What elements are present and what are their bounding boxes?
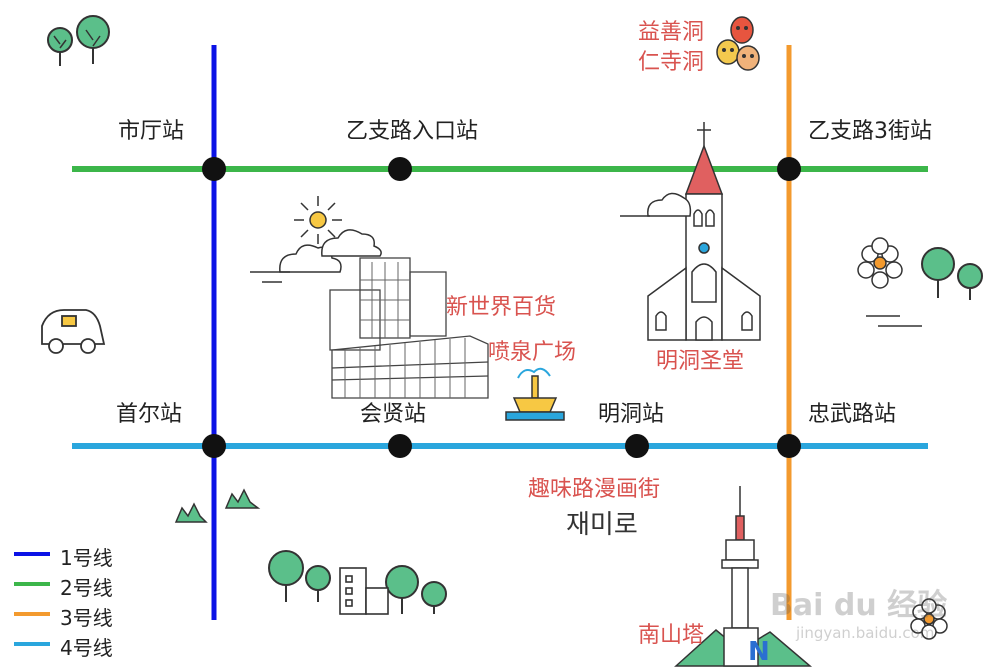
legend-label: 4号线 <box>60 636 113 660</box>
station-label-chungmuro: 忠武路站 <box>808 402 897 427</box>
namsan-tower-illustration: N <box>674 486 813 667</box>
watermark-url: jingyan.baidu.com <box>796 624 935 642</box>
landmark-label-cartoon-street: 趣味路漫画街 <box>528 477 661 502</box>
station-dot-euljiro-entrance[interactable] <box>388 157 412 181</box>
station-dot-chungmuro[interactable] <box>777 434 801 458</box>
car-icon <box>41 309 106 354</box>
landmark-label-cathedral: 明洞圣堂 <box>656 349 745 374</box>
building-icon <box>339 567 389 615</box>
station-label-myeongdong: 明洞站 <box>598 402 665 427</box>
legend-swatch <box>14 612 50 616</box>
station-label-euljiro-entrance: 乙支路入口站 <box>346 119 479 144</box>
landmark-label-cartoon-street-kr: 재미로 <box>566 510 638 540</box>
fountain-icon <box>505 367 565 421</box>
sun-icon <box>294 196 342 244</box>
station-label-hoehyeon: 会贤站 <box>360 402 427 427</box>
tree-icon <box>921 247 983 300</box>
cloud-icon <box>620 192 692 217</box>
cloud-icon <box>250 229 382 283</box>
legend-swatch <box>14 642 50 646</box>
legend-label: 2号线 <box>60 576 113 600</box>
station-dot-hoehyeon[interactable] <box>388 434 412 458</box>
legend-label: 3号线 <box>60 606 113 630</box>
flower-icon <box>910 598 948 640</box>
station-dot-myeongdong[interactable] <box>625 434 649 458</box>
tree-icon <box>47 15 110 66</box>
landmark-label-shinsegae: 新世界百货 <box>446 295 557 320</box>
station-label-seoul-station: 首尔站 <box>116 402 183 427</box>
landmark-label-insa-dong: 仁寺洞 <box>638 50 705 75</box>
legend-label: 1号线 <box>60 546 113 570</box>
tree-icon <box>268 550 447 614</box>
flower-icon <box>857 237 903 289</box>
department-store-illustration <box>329 257 489 399</box>
wind-lines <box>866 315 922 327</box>
station-dot-city-hall[interactable] <box>202 157 226 181</box>
grass-icon <box>174 488 261 523</box>
station-dot-euljiro-3ga[interactable] <box>777 157 801 181</box>
landmark-label-namsan-tower: 南山塔 <box>638 623 705 648</box>
station-label-euljiro-3ga: 乙支路3街站 <box>808 119 932 144</box>
landmark-label-ikseon-dong: 益善洞 <box>638 20 705 45</box>
cathedral-illustration <box>647 122 761 341</box>
watermark-brand: Bai du 经验 <box>770 588 948 623</box>
masks-icon <box>716 16 760 71</box>
legend-swatch <box>14 582 50 586</box>
landmark-label-fountain: 喷泉广场 <box>488 340 577 365</box>
svg-text:N: N <box>748 637 770 667</box>
legend-swatch <box>14 552 50 556</box>
station-label-city-hall: 市厅站 <box>118 119 185 144</box>
watermark: Bai du 经验 jingyan.baidu.com <box>770 580 947 642</box>
station-dot-seoul-station[interactable] <box>202 434 226 458</box>
